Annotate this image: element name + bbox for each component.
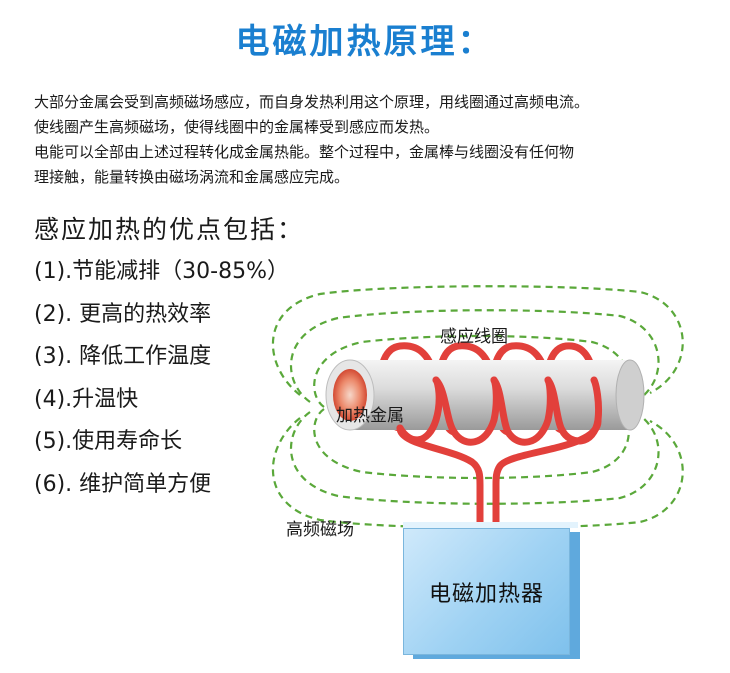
heater-top-face	[403, 522, 578, 528]
induction-diagram: 感应线圈 加热金属 高频磁场 电磁加热器	[250, 270, 710, 673]
metal-label: 加热金属	[336, 406, 404, 426]
intro-line: 大部分金属会受到高频磁场感应，而自身发热利用这个原理，用线圈通过高频电流。	[34, 93, 590, 111]
hot-metal-core	[333, 369, 367, 421]
intro-text: 大部分金属会受到高频磁场感应，而自身发热利用这个原理，用线圈通过高频电流。 使线…	[34, 90, 714, 190]
advantages-title: 感应加热的优点包括：	[34, 215, 305, 244]
diagram-illustration	[271, 285, 684, 536]
coil-leads	[396, 416, 602, 536]
advantage-item: (1).节能减排（30-85%）	[34, 259, 289, 284]
coil-label: 感应线圈	[440, 327, 508, 347]
advantage-item: (3). 降低工作温度	[34, 344, 212, 369]
field-label: 高频磁场	[286, 520, 354, 540]
advantage-item: (2). 更高的热效率	[34, 301, 212, 327]
advantage-item: (6). 维护简单方便	[34, 471, 212, 497]
intro-line: 电能可以全部由上述过程转化成金属热能。整个过程中，金属棒与线圈没有任何物	[34, 143, 575, 161]
advantage-item: (4).升温快	[34, 386, 139, 412]
advantage-item: (5).使用寿命长	[34, 429, 183, 454]
electromagnetic-heater: 电磁加热器	[403, 528, 570, 655]
intro-line: 使线圈产生高频磁场，使得线圈中的金属棒受到感应而发热。	[34, 118, 440, 136]
page-title: 电磁加热原理：	[235, 22, 495, 62]
advantages-list: (1).节能减排（30-85%） (2). 更高的热效率 (3). 降低工作温度…	[34, 257, 289, 512]
intro-line: 理接触，能量转换由磁场涡流和金属感应完成。	[34, 168, 350, 186]
heater-label: 电磁加热器	[428, 581, 544, 607]
metal-rod	[325, 359, 645, 431]
